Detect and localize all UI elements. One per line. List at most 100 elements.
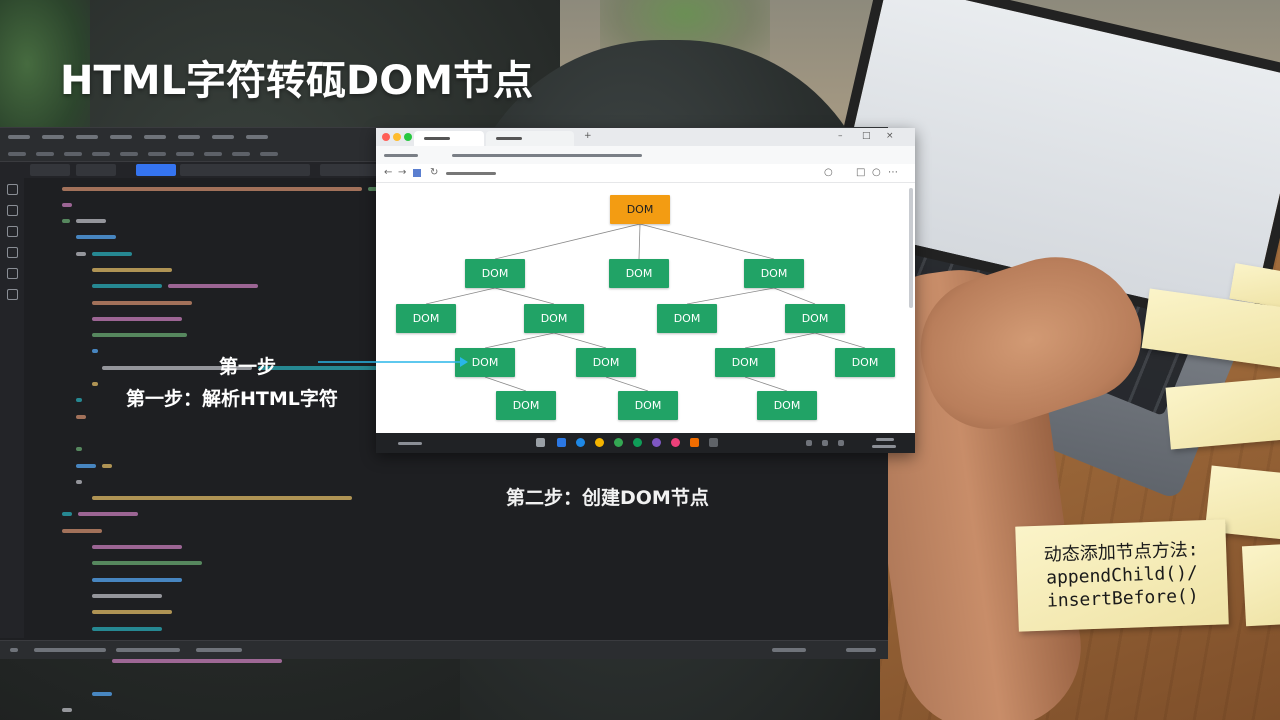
browser-scrollbar[interactable] [909,188,913,308]
back-icon[interactable]: ← [384,167,393,178]
window-restore-icon[interactable]: □ [862,131,871,141]
taskbar-icon[interactable] [536,438,545,447]
line-number [24,704,52,720]
taskbar-icon[interactable] [690,438,699,447]
reload-icon[interactable]: ↻ [430,167,439,178]
debug-icon[interactable] [6,247,18,258]
code-line [24,702,884,718]
code-line [24,571,884,587]
code-line [24,294,884,310]
bookmarks-bar [376,146,915,165]
code-line [24,310,884,326]
menu-icon[interactable]: ⋯ [888,167,898,178]
code-line [24,196,884,212]
taskbar-icon[interactable] [709,438,718,447]
search-icon[interactable]: ○ [824,167,833,178]
code-line [24,539,884,555]
slide-title: HTML字符转砙DOM节点 [60,58,534,104]
extension-icon[interactable]: □ [856,167,866,178]
maximize-icon[interactable] [404,133,412,141]
close-icon[interactable] [382,133,390,141]
code-line [24,359,884,375]
editor-statusbar [0,640,888,659]
profile-icon[interactable]: ○ [872,167,881,178]
dom-node: DOM [785,304,845,333]
sticky-note-blank [1241,543,1280,627]
dom-node: DOM [496,391,556,420]
taskbar-icon[interactable] [652,438,661,447]
dom-node: DOM [744,259,804,288]
code-line [24,392,884,408]
tray-icon[interactable] [806,440,812,446]
dom-root-node: DOM [610,195,670,224]
taskbar-icon[interactable] [595,438,604,447]
window-minimize-icon[interactable]: – [838,131,843,141]
browser-tab[interactable] [414,131,484,146]
taskbar-icon[interactable] [576,438,585,447]
editor-tab-active[interactable] [136,164,176,176]
dom-node: DOM [715,348,775,377]
window-close-icon[interactable]: × [886,131,894,141]
code-line [24,685,884,701]
editor-tab[interactable] [30,164,70,176]
dom-node: DOM [524,304,584,333]
taskbar-icon[interactable] [557,438,566,447]
code-line [24,229,884,245]
dom-tree-edge [553,332,607,349]
extensions-icon[interactable] [6,268,18,279]
dom-node: DOM [576,348,636,377]
sticky-note-line: insertBefore() [1046,585,1199,612]
dom-tree-edges [425,223,866,392]
code-line [24,473,884,489]
file-icon[interactable] [6,184,18,195]
code-line [24,490,884,506]
taskbar-icon[interactable] [614,438,623,447]
settings-icon[interactable] [6,289,18,300]
code-line [24,669,884,685]
dom-tree-edge [425,287,496,305]
git-icon[interactable] [6,226,18,237]
dom-node: DOM [609,259,669,288]
editor-tab[interactable] [180,164,310,176]
editor-tab[interactable] [76,164,116,176]
dom-tree-edge [814,332,866,349]
address-bar[interactable] [446,172,496,175]
dom-node: DOM [835,348,895,377]
browser-toolbar: ← → ↻ ○ □ ○ ⋯ [376,164,915,183]
dom-tree-edge [484,332,555,349]
step-one-label: 第一步 [219,356,277,378]
forward-icon[interactable]: → [398,167,407,178]
browser-titlebar: + – □ × [376,128,915,146]
editor-tab[interactable] [320,164,380,176]
taskbar-icon[interactable] [671,438,680,447]
browser-tab[interactable] [486,131,574,146]
code-line [24,620,884,636]
dom-tree-edge [744,376,788,392]
code-line [24,376,884,392]
dom-node: DOM [465,259,525,288]
new-tab-icon[interactable]: + [584,131,592,141]
code-line [24,555,884,571]
dom-tree-edge [773,287,816,305]
taskbar-icon[interactable] [633,438,642,447]
step-two-label: 第二步：创建DOM节点 [506,487,709,509]
code-line [24,278,884,294]
dom-tree-edge [638,223,641,260]
dom-tree-edge [484,376,527,392]
tray-icon[interactable] [838,440,844,446]
search-icon[interactable] [6,205,18,216]
tray-icon[interactable] [822,440,828,446]
dom-tree-edge [686,287,775,305]
code-line [24,343,884,359]
code-area[interactable] [24,180,884,712]
code-line [24,441,884,457]
code-line [24,213,884,229]
code-line [24,653,884,669]
minimize-icon[interactable] [393,133,401,141]
code-line [24,587,884,603]
code-line [24,245,884,261]
dom-node: DOM [657,304,717,333]
dom-tree-edge [494,287,555,305]
